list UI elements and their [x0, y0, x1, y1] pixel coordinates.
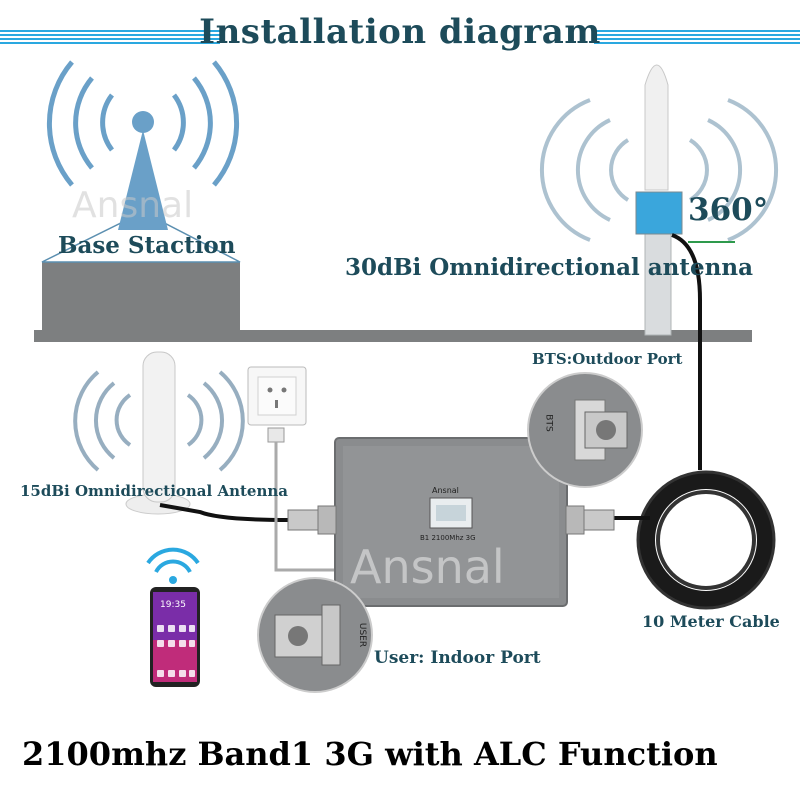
degree-label: 360° [688, 192, 769, 228]
repeater-device [334, 437, 568, 607]
wall-slab [34, 330, 752, 342]
bts-port-text: BTS [543, 414, 554, 432]
indoor-antenna-cable [159, 503, 291, 522]
user-port-zoom [257, 577, 373, 693]
outdoor-cable [671, 233, 702, 470]
cable-coil-icon [636, 470, 776, 610]
base-station-tower-icon [46, 60, 240, 230]
power-cable [274, 442, 345, 572]
user-connector-icon [287, 505, 337, 535]
title-stripe-right [594, 30, 800, 44]
device-brand: Ansnal [432, 486, 459, 495]
power-socket-icon [247, 366, 307, 443]
cable-label: 10 Meter Cable [642, 612, 780, 631]
page-title: Installation diagram [199, 12, 601, 52]
phone-time: 19:35 [160, 600, 186, 610]
base-station-label: Base Staction [58, 232, 236, 259]
outdoor-antenna-icon [539, 64, 779, 336]
wifi-icon [146, 547, 200, 584]
bottom-caption: 2100mhz Band1 3G with ALC Function [22, 735, 718, 773]
bts-connector-icon [565, 505, 615, 535]
base-station-building [41, 211, 241, 330]
watermark-device: Ansnal [350, 540, 505, 594]
bts-port-zoom [527, 372, 643, 488]
user-port-text: USER [357, 622, 368, 648]
watermark-top: Ansnal [72, 185, 194, 226]
indoor-antenna-label: 15dBi Omnidirectional Antenna [20, 482, 288, 500]
bts-port-label: BTS:Outdoor Port [532, 350, 683, 368]
title-stripe-left [0, 30, 220, 44]
user-port-label: User: Indoor Port [374, 648, 541, 668]
smartphone-icon [150, 587, 200, 687]
outdoor-antenna-label: 30dBi Omnidirectional antenna [345, 254, 753, 281]
device-model: B1 2100Mhz 3G [420, 534, 476, 542]
